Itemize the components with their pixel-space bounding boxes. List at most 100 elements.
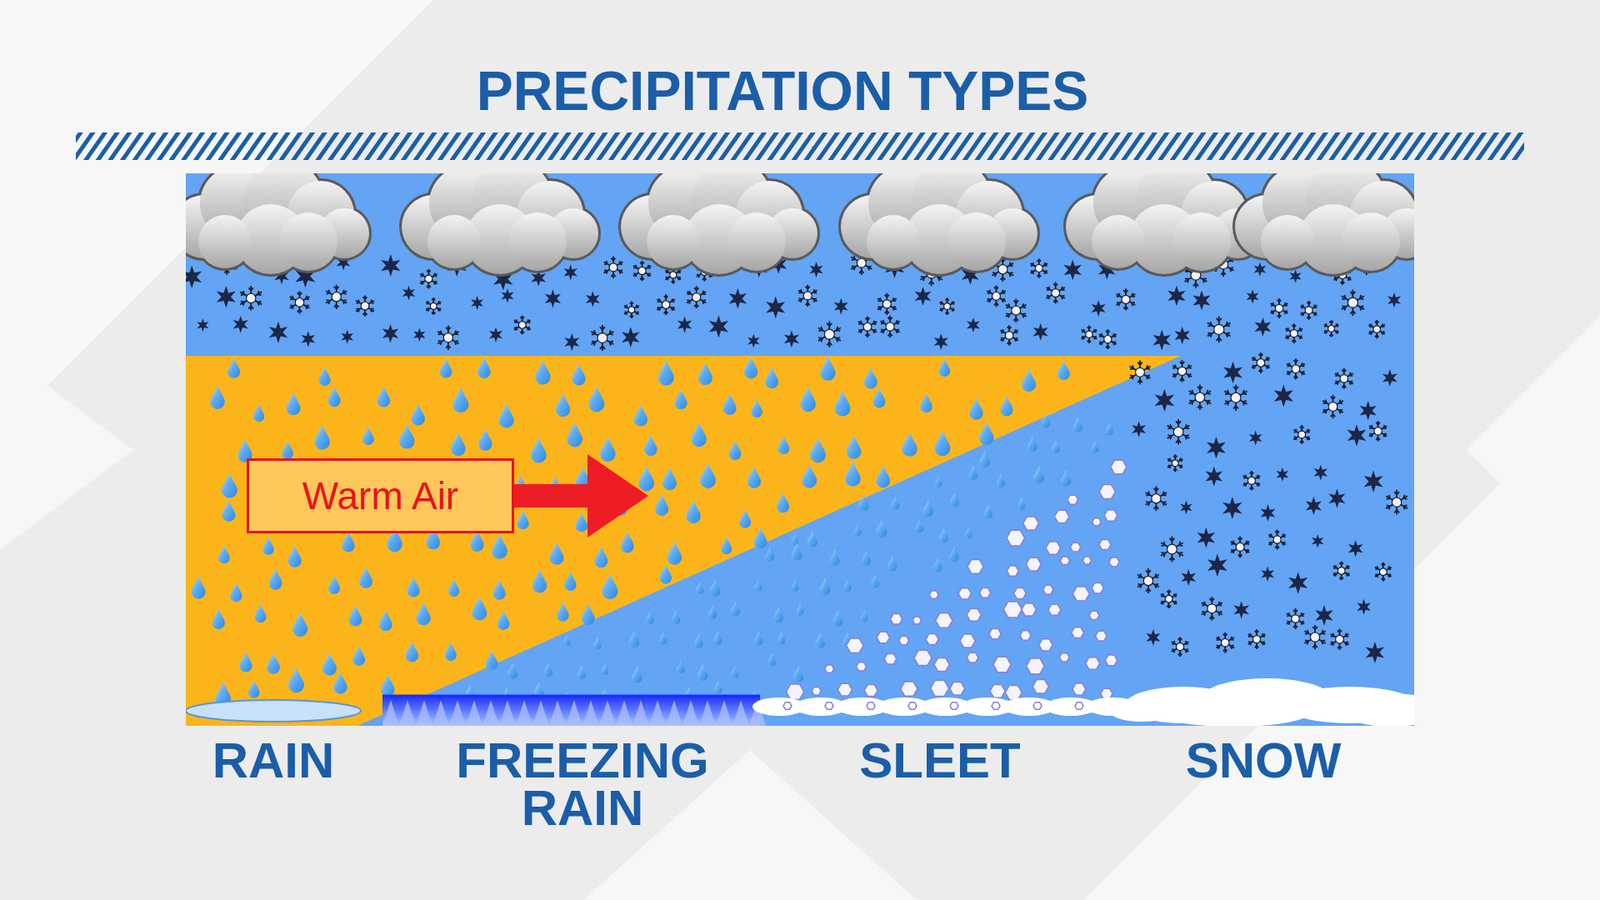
snowflake-arms [514,315,531,335]
raindrop [594,636,603,650]
raindrop [239,651,252,673]
snowflake-symbol [1311,534,1324,549]
sleet-pellet [1054,510,1070,523]
raindrop [399,423,415,449]
raindrop [600,436,616,462]
sleet-pellet [856,662,867,671]
raindrop [406,576,420,598]
raindrop [876,520,888,538]
raindrop [498,403,514,429]
snowflake-arms [1369,320,1385,339]
sleet-pellet [785,684,804,700]
snowflake-core [1291,615,1300,623]
snowflake-core [1176,643,1185,651]
raindrop [984,505,993,519]
raindrop [676,660,685,674]
raindrop [744,356,758,380]
sleet-pellet [930,680,950,697]
raindrop [777,631,786,645]
raindrop [832,610,843,627]
sleet-pellet [950,702,959,710]
precipitation-label: SNOW [1185,736,1342,785]
raindrop [846,435,862,460]
raindrop [478,428,492,451]
sleet-pellet [1070,542,1080,552]
snowflake-arms [1300,300,1318,320]
sleet-pellet [1023,516,1040,530]
raindrop [341,530,355,552]
snowflake-symbol [1270,298,1289,319]
snowflake-arms [656,294,675,315]
snowflake-symbol [1290,269,1302,283]
raindrop [778,435,790,455]
raindrop [577,665,586,680]
snowflake-symbol [1206,436,1226,459]
raindrop [210,385,225,410]
snowflake-symbol [340,330,354,345]
snowflake-symbol [677,316,692,334]
raindrop [581,603,595,625]
snowflake-core [1005,331,1013,340]
cloud-outline [947,212,1006,271]
snowflake-symbol [402,285,415,301]
raindrop [933,557,942,572]
snowflake-core [824,329,835,340]
snowflake-arms [1201,596,1223,621]
sleet-pellet [900,681,918,696]
raindrop [212,608,225,630]
cloud [1235,173,1415,275]
snowflake-symbol [413,328,425,342]
sleet-pellet [1005,685,1022,700]
snowflake-arms [940,297,955,315]
snowflake-symbol [1300,300,1318,320]
snowflake-symbol [1304,625,1325,650]
snowflake-core [944,303,951,310]
cloud-puff [1091,215,1145,269]
snowflake-core [1275,304,1283,312]
snowflake-symbol [1288,571,1308,594]
raindrop [566,421,583,447]
icicle [732,700,750,726]
raindrop [362,426,375,445]
raindrop [638,465,655,492]
snowflake-symbol [1348,540,1364,557]
snowflake-core [803,291,812,300]
snow-pile [1158,700,1309,726]
sleet-pellet [864,685,878,697]
raindrop [754,527,768,550]
icicle [699,700,716,726]
snowflake-arms [1369,420,1387,442]
cloud-puff [198,215,252,269]
raindrop [694,634,704,649]
raindrop [658,360,675,386]
raindrop [563,634,571,646]
snowflake-symbol [1193,290,1211,310]
snowflake-symbol [1207,554,1228,577]
snowflake-core [1235,542,1245,551]
sleet-pellet [1075,702,1084,710]
sleet-pellet [783,702,792,710]
snowflake-arms [1081,325,1098,344]
snowflake-arms [633,260,651,282]
snowflake-core [1340,375,1349,384]
raindrop [405,640,420,662]
snowflake-core [1391,497,1401,507]
sleet-pellet [1085,657,1100,670]
raindrop [556,601,569,622]
sleet-pellet [1060,653,1070,662]
sleet-pellet [1072,683,1086,695]
snowflake-core [518,321,526,330]
icicle [565,700,583,726]
snowflake-core [1143,575,1153,585]
raindrop [655,494,669,516]
snowflake-core [609,263,618,272]
raindrop [965,527,972,540]
raindrop [516,510,529,530]
raindrop [854,524,862,537]
raindrop [601,573,618,600]
snowflake-symbol [1205,466,1224,487]
raindrop [996,473,1005,488]
snowflake-symbol [1387,292,1401,308]
raindrop [532,569,547,593]
sleet-pellet [925,634,939,645]
